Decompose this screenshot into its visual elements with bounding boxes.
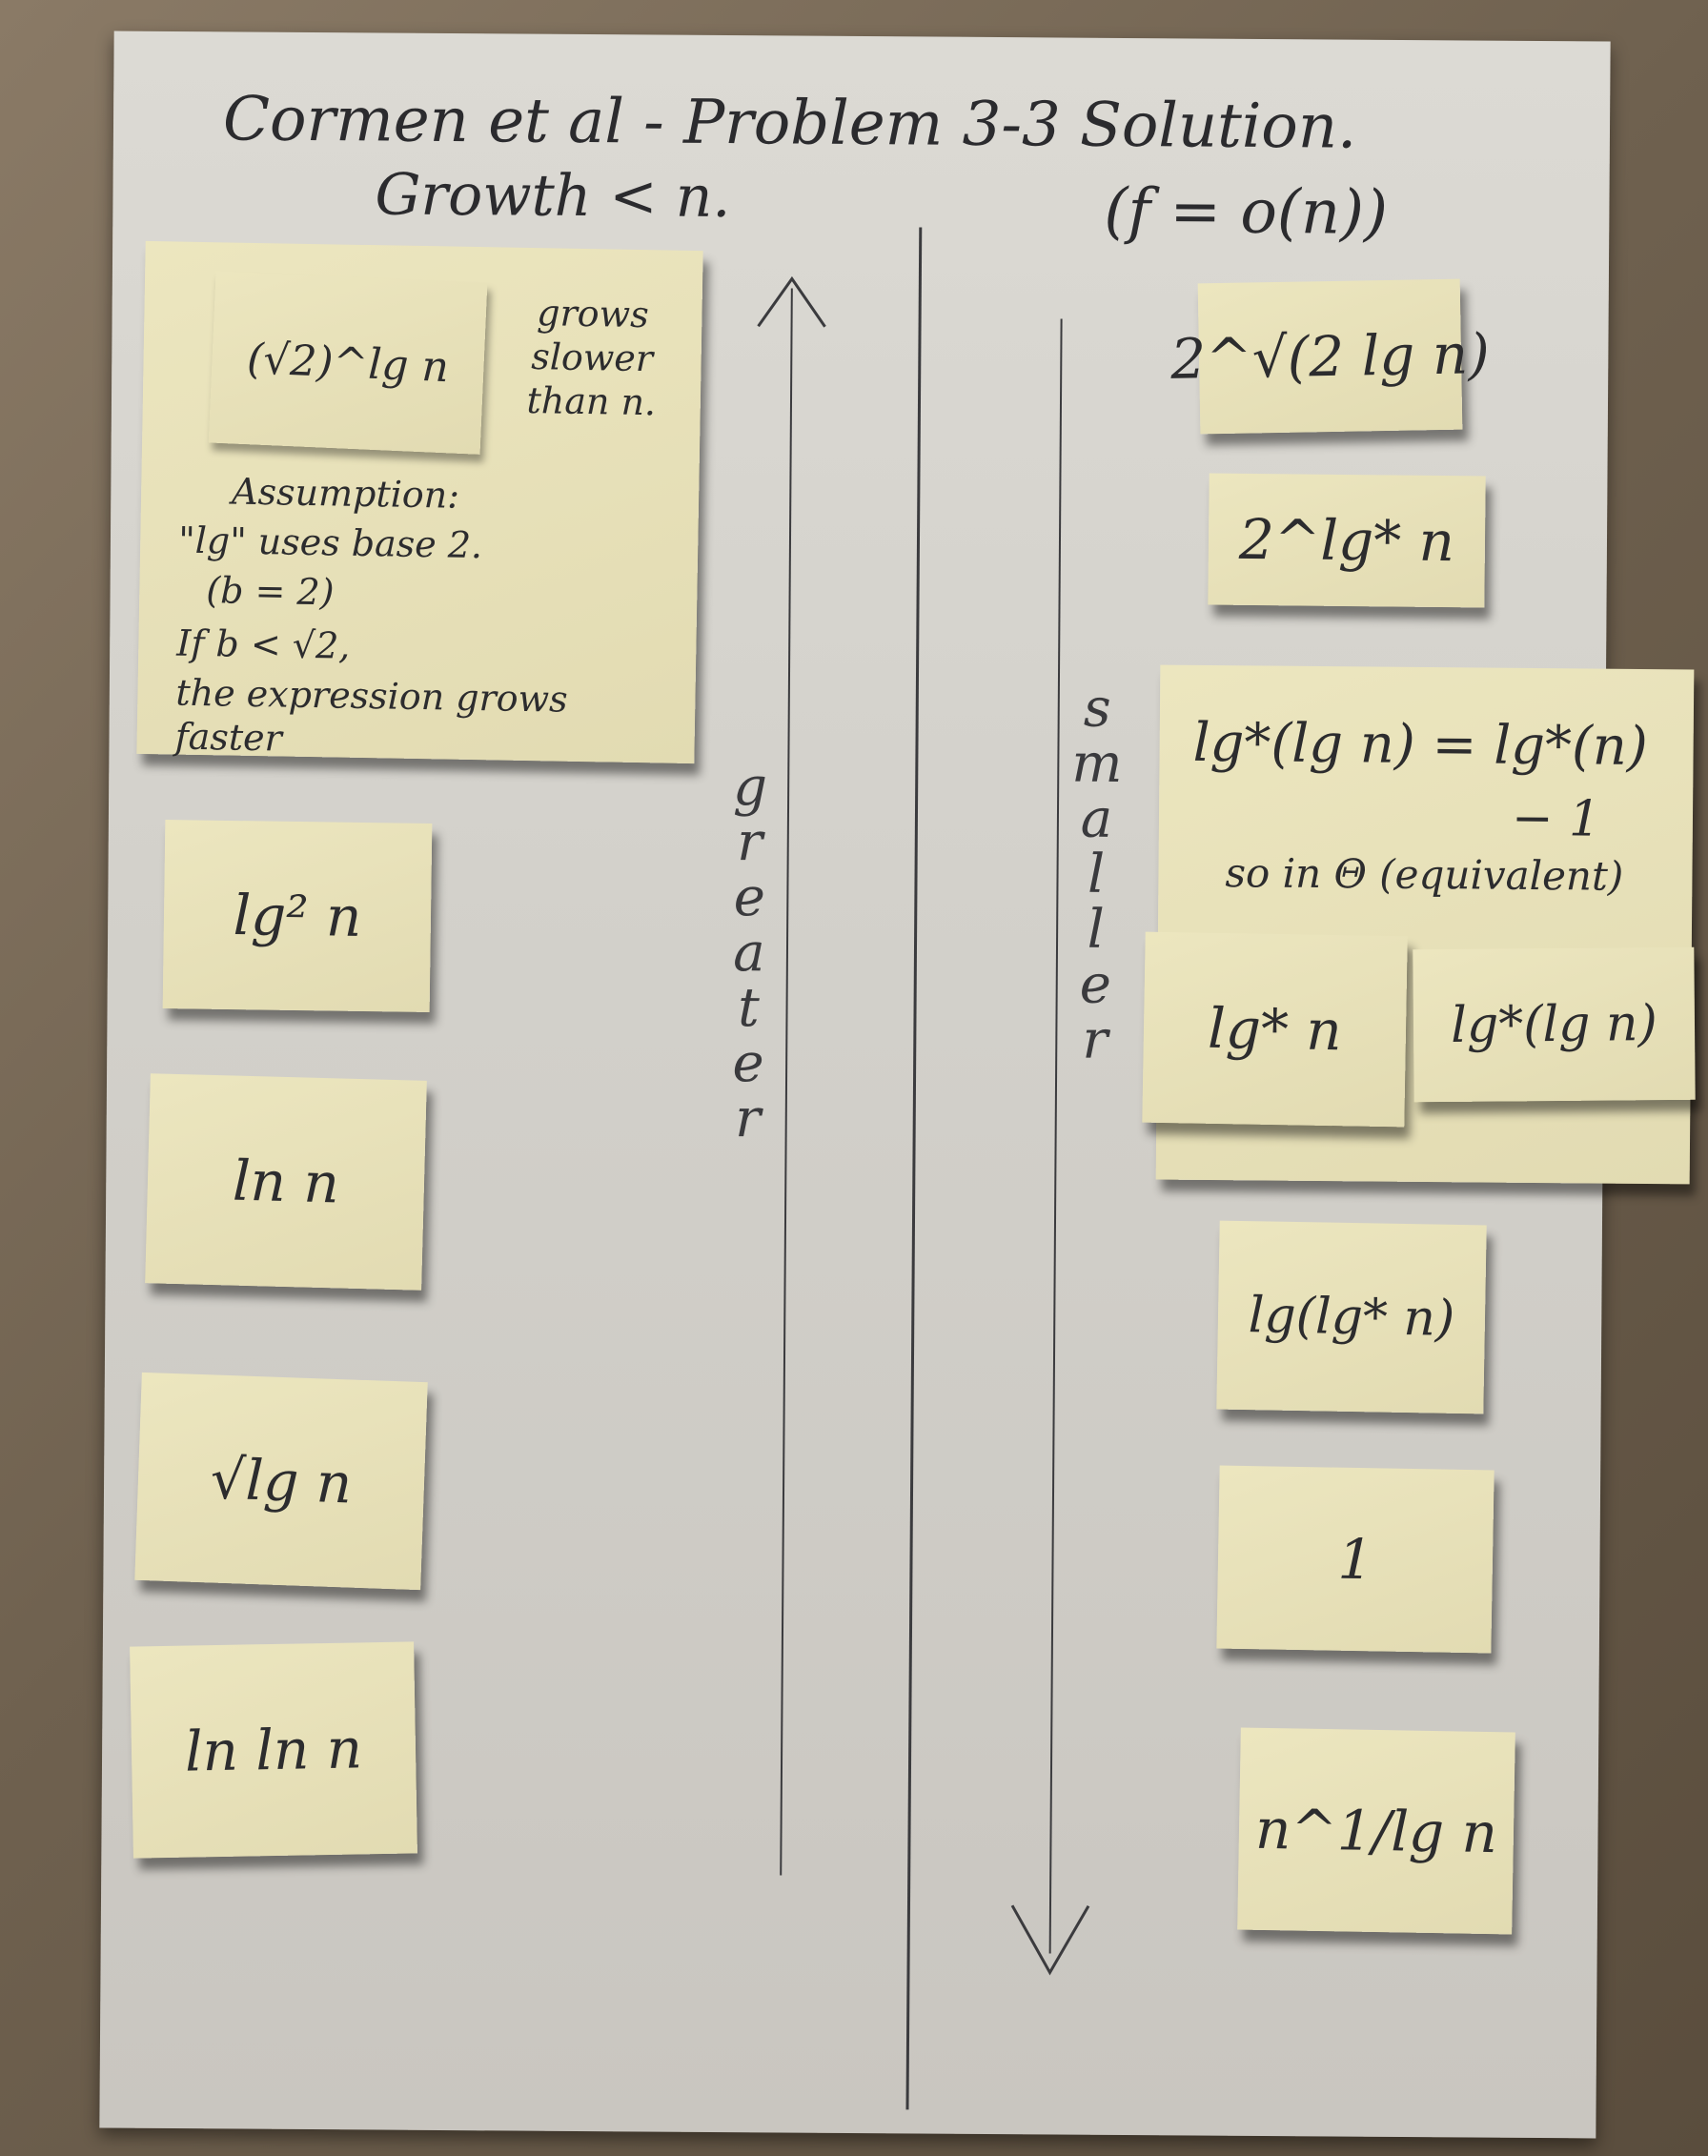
assumption-side-text: grows slower than n. xyxy=(526,292,657,424)
assumption-line-5: the expression grows faster xyxy=(174,671,569,760)
center-divider xyxy=(905,227,923,2110)
smaller-letter: l xyxy=(1087,898,1105,961)
smaller-letter: m xyxy=(1071,732,1123,795)
note-one: 1 xyxy=(1216,1465,1494,1654)
greater-letter: r xyxy=(737,811,763,874)
equiv-line-3: so in Θ (equivalent) xyxy=(1225,849,1624,900)
note-lg-squared-n: lg² n xyxy=(162,820,433,1012)
note-ln-n: ln n xyxy=(145,1073,427,1291)
equiv-line-2: − 1 xyxy=(1511,789,1601,848)
title-line-1: Cormen et al - Problem 3-3 Solution. xyxy=(222,84,1357,163)
title-line-2-left: Growth < n. xyxy=(375,161,731,232)
assumption-line-4: If b < √2, xyxy=(176,621,351,667)
greater-letter: r xyxy=(735,1088,762,1150)
smaller-arrow-line xyxy=(1048,318,1063,1954)
up-arrow-icon xyxy=(757,275,826,328)
greater-letter: e xyxy=(733,866,766,929)
paper-sheet: Cormen et al - Problem 3-3 Solution. Gro… xyxy=(99,31,1611,2139)
assumption-line-2: "lg" uses base 2. xyxy=(177,519,483,567)
smaller-letter: l xyxy=(1087,843,1106,905)
assumption-line-3: (b = 2) xyxy=(205,569,335,614)
title-line-2-right: (f = o(n)) xyxy=(1104,175,1389,249)
note-ln-ln-n: ln ln n xyxy=(130,1641,417,1859)
greater-letter: g xyxy=(732,756,768,819)
greater-letter: t xyxy=(738,977,760,1040)
smaller-letter: a xyxy=(1080,787,1113,850)
greater-arrow-line xyxy=(780,288,793,1876)
greater-letter: e xyxy=(732,1032,764,1095)
inner-note-root2-power: (√2)^lg n xyxy=(208,271,488,455)
note-sqrt-lg-n: √lg n xyxy=(134,1372,428,1591)
note-lgstar-n: lg* n xyxy=(1142,931,1408,1128)
smaller-letter: r xyxy=(1082,1008,1108,1071)
smaller-letter: e xyxy=(1079,953,1112,1016)
down-arrow-icon xyxy=(1010,1904,1090,1976)
assumption-line-1: Assumption: xyxy=(231,470,460,517)
note-2-power-sqrt-2lgn: 2^√(2 lg n) xyxy=(1170,278,1490,435)
assumption-note: (√2)^lg n grows slower than n. Assumptio… xyxy=(136,240,703,764)
note-n-power-1-over-lgn: n^1/lg n xyxy=(1237,1727,1515,1935)
note-2-power-lgstar-n: 2^lg* n xyxy=(1208,473,1486,608)
smaller-letter: s xyxy=(1083,677,1111,740)
equiv-line-1: lg*(lg n) = lg*(n) xyxy=(1192,711,1649,779)
greater-letter: a xyxy=(732,922,765,985)
note-lg-lgstar-n: lg(lg* n) xyxy=(1216,1220,1487,1414)
note-lgstar-lg-n: lg*(lg n) xyxy=(1413,946,1696,1103)
